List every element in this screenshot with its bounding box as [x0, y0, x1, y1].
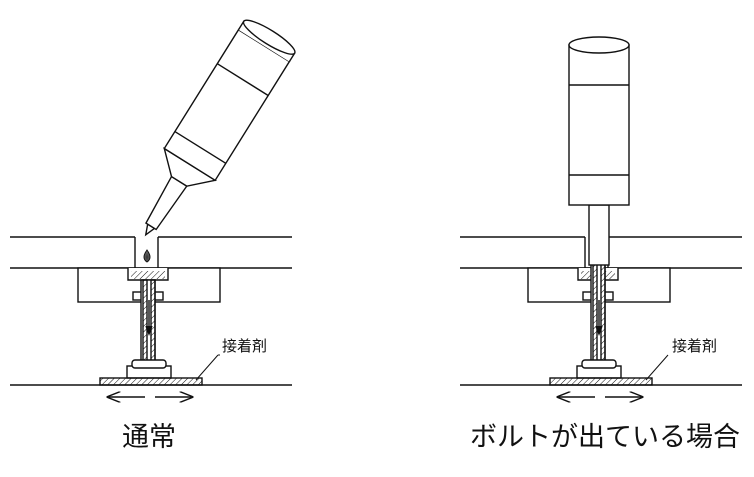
- left-adhesive-label: 接着剤: [222, 337, 267, 355]
- right-adhesive-label: 接着剤: [672, 337, 717, 355]
- right-base-plate: [549, 377, 653, 386]
- right-panel: [460, 36, 742, 397]
- left-caption: 通常: [122, 422, 176, 453]
- right-adhesive-bottle: [568, 36, 630, 266]
- right-adhesive-leader: [645, 354, 669, 381]
- left-adhesive-bottle: [144, 19, 296, 237]
- left-floor-panel: [10, 236, 292, 269]
- left-adhesive-leader: [195, 354, 219, 381]
- right-caption: ボルトが出ている場合: [470, 422, 740, 453]
- left-panel: [10, 19, 296, 397]
- left-base-plate: [99, 377, 203, 386]
- left-adhesive-drop: [143, 249, 151, 263]
